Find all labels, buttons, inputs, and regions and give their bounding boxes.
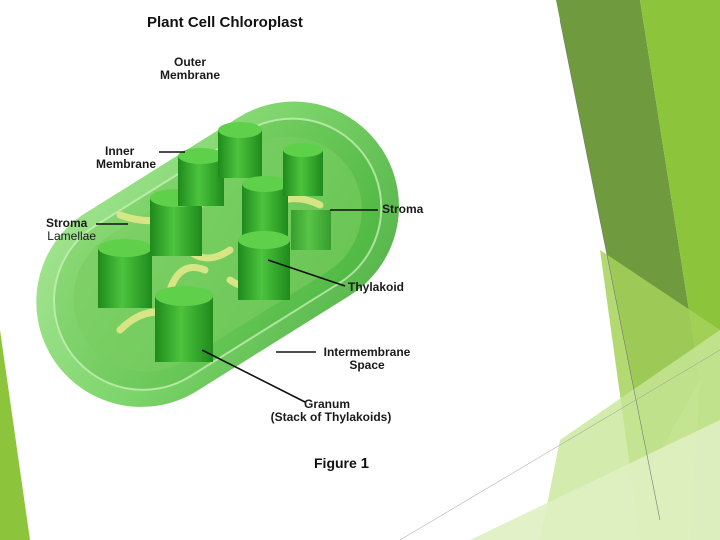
figure-caption: Figure 1 [314,455,369,472]
granum-stack-1 [98,239,152,308]
leader-granum [201,349,306,403]
label-granum-line2: (Stack of Thylakoids) [270,410,392,424]
granum-stack-4 [218,122,262,178]
granum-stack-6 [283,143,323,196]
leader-lines [96,151,378,403]
decor-shape-pale [470,420,720,540]
label-intermembrane-line1: Intermembrane [323,345,411,359]
decor-line-2 [399,349,720,540]
label-intermembrane-line2: Space [349,358,385,372]
label-intermembrane-space: Intermembrane Space [314,346,420,372]
label-granum: Granum (Stack of Thylakoids) [258,398,404,424]
label-stroma-lamellae-line2: Lamellae [47,229,96,243]
figure-caption-word: Figure [314,455,357,471]
label-outer-membrane: Outer Membrane [150,56,230,82]
granum-stack-7 [238,231,290,300]
label-stroma: Stroma [382,202,424,216]
label-outer-membrane-line1: Outer [173,55,206,69]
label-outer-membrane-line2: Membrane [159,68,221,82]
label-inner-membrane: Inner Membrane [70,145,156,171]
leader-thylakoid [267,259,346,287]
decor-line-1 [559,19,661,521]
label-stroma-lamellae-line1: Stroma [46,216,88,230]
label-inner-membrane-line1: Inner [105,144,135,158]
decor-shape-left-corner [0,330,30,540]
diagram-title: Plant Cell Chloroplast [147,14,303,31]
figure-caption-number: 1 [360,455,370,472]
label-stroma-lamellae: Stroma Lamellae [24,217,96,243]
label-granum-line1: Granum [304,397,351,411]
label-thylakoid: Thylakoid [348,280,405,294]
granum-stack-5 [242,176,288,236]
granum-stack-8 [155,286,213,362]
grana-stacks [98,122,331,362]
label-inner-membrane-line2: Membrane [95,157,156,171]
granum-stack-9 [291,210,331,250]
granum-stack-3 [178,148,224,206]
